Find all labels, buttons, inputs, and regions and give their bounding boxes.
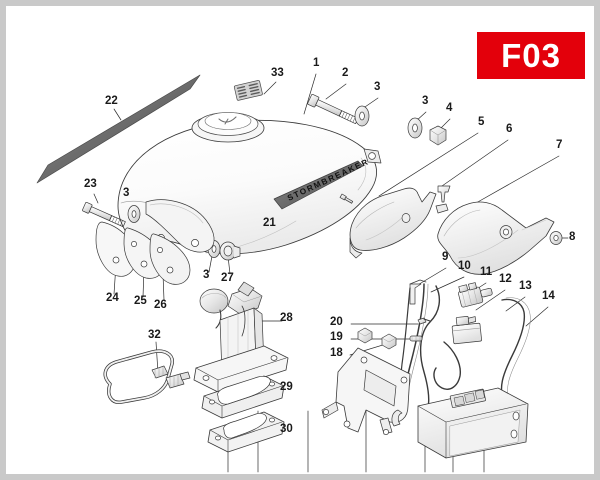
- callout-30[interactable]: 30: [280, 423, 293, 435]
- callout-24[interactable]: 24: [106, 292, 119, 304]
- section-badge-label: F03: [501, 37, 561, 74]
- parts-illustration: STORMBREAKER: [36, 73, 569, 473]
- callout-4[interactable]: 4: [446, 102, 453, 114]
- callout-3b[interactable]: 3: [422, 95, 429, 107]
- callout-14[interactable]: 14: [542, 290, 555, 302]
- callout-18[interactable]: 18: [330, 347, 343, 359]
- callout-29[interactable]: 29: [280, 381, 293, 393]
- callout-20[interactable]: 20: [330, 316, 343, 328]
- callout-12[interactable]: 12: [499, 273, 512, 285]
- callout-33[interactable]: 33: [271, 67, 284, 79]
- callout-13[interactable]: 13: [519, 280, 532, 292]
- callout-23[interactable]: 23: [84, 178, 97, 190]
- callout-9[interactable]: 9: [442, 251, 449, 263]
- callout-10[interactable]: 10: [458, 260, 471, 272]
- callout-1[interactable]: 1: [313, 57, 320, 69]
- diagram-canvas: STORMBREAKER: [6, 6, 594, 474]
- callout-2[interactable]: 2: [342, 67, 349, 79]
- callout-21[interactable]: 21: [263, 217, 276, 229]
- callout-11[interactable]: 11: [480, 266, 493, 278]
- callout-3c[interactable]: 3: [123, 187, 130, 199]
- callout-5[interactable]: 5: [478, 116, 485, 128]
- callout-27[interactable]: 27: [221, 272, 234, 284]
- section-badge: F03: [477, 32, 585, 79]
- callout-3d[interactable]: 3: [203, 269, 210, 281]
- callout-25[interactable]: 25: [134, 295, 147, 307]
- callout-22[interactable]: 22: [105, 95, 118, 107]
- callout-7[interactable]: 7: [556, 139, 563, 151]
- callout-28[interactable]: 28: [280, 312, 293, 324]
- callout-32[interactable]: 32: [148, 329, 161, 341]
- callout-26[interactable]: 26: [154, 299, 167, 311]
- callout-3a[interactable]: 3: [374, 81, 381, 93]
- callout-8[interactable]: 8: [569, 231, 576, 243]
- callout-6[interactable]: 6: [506, 123, 513, 135]
- callout-19[interactable]: 19: [330, 331, 343, 343]
